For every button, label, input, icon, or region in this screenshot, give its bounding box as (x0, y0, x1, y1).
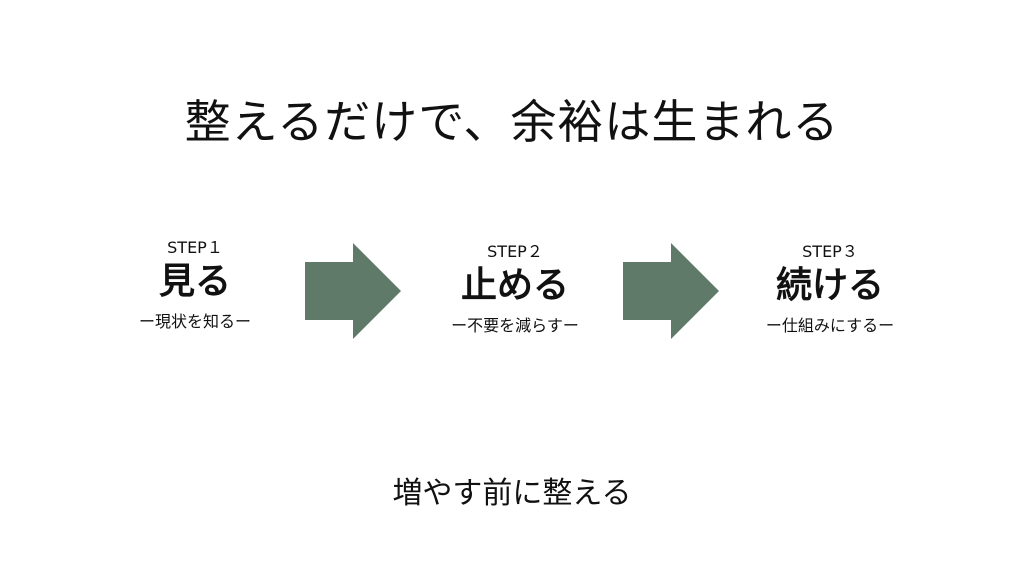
step-subtitle: ー現状を知るー (138, 312, 251, 331)
step-heading: 続ける (775, 265, 884, 306)
step-label: STEP３ (802, 242, 858, 261)
right-arrow-icon (305, 243, 401, 339)
step-3: STEP３ 続ける ー仕組みにするー (710, 238, 950, 336)
step-subtitle: ー仕組みにするー (765, 316, 895, 335)
step-heading: 止める (460, 265, 569, 306)
bottom-message: 増やす前に整える (392, 476, 632, 511)
step-1: STEP１ 見る ー現状を知るー (75, 234, 315, 332)
step-heading: 見る (158, 261, 231, 302)
step-2: STEP２ 止める ー不要を減らすー (395, 238, 635, 336)
step-label: STEP２ (487, 242, 543, 261)
step-subtitle: ー不要を減らすー (451, 316, 579, 335)
slide-title: 整えるだけで、余裕は生まれる (184, 95, 840, 149)
step-label: STEP１ (167, 238, 223, 257)
right-arrow-icon (623, 243, 719, 339)
